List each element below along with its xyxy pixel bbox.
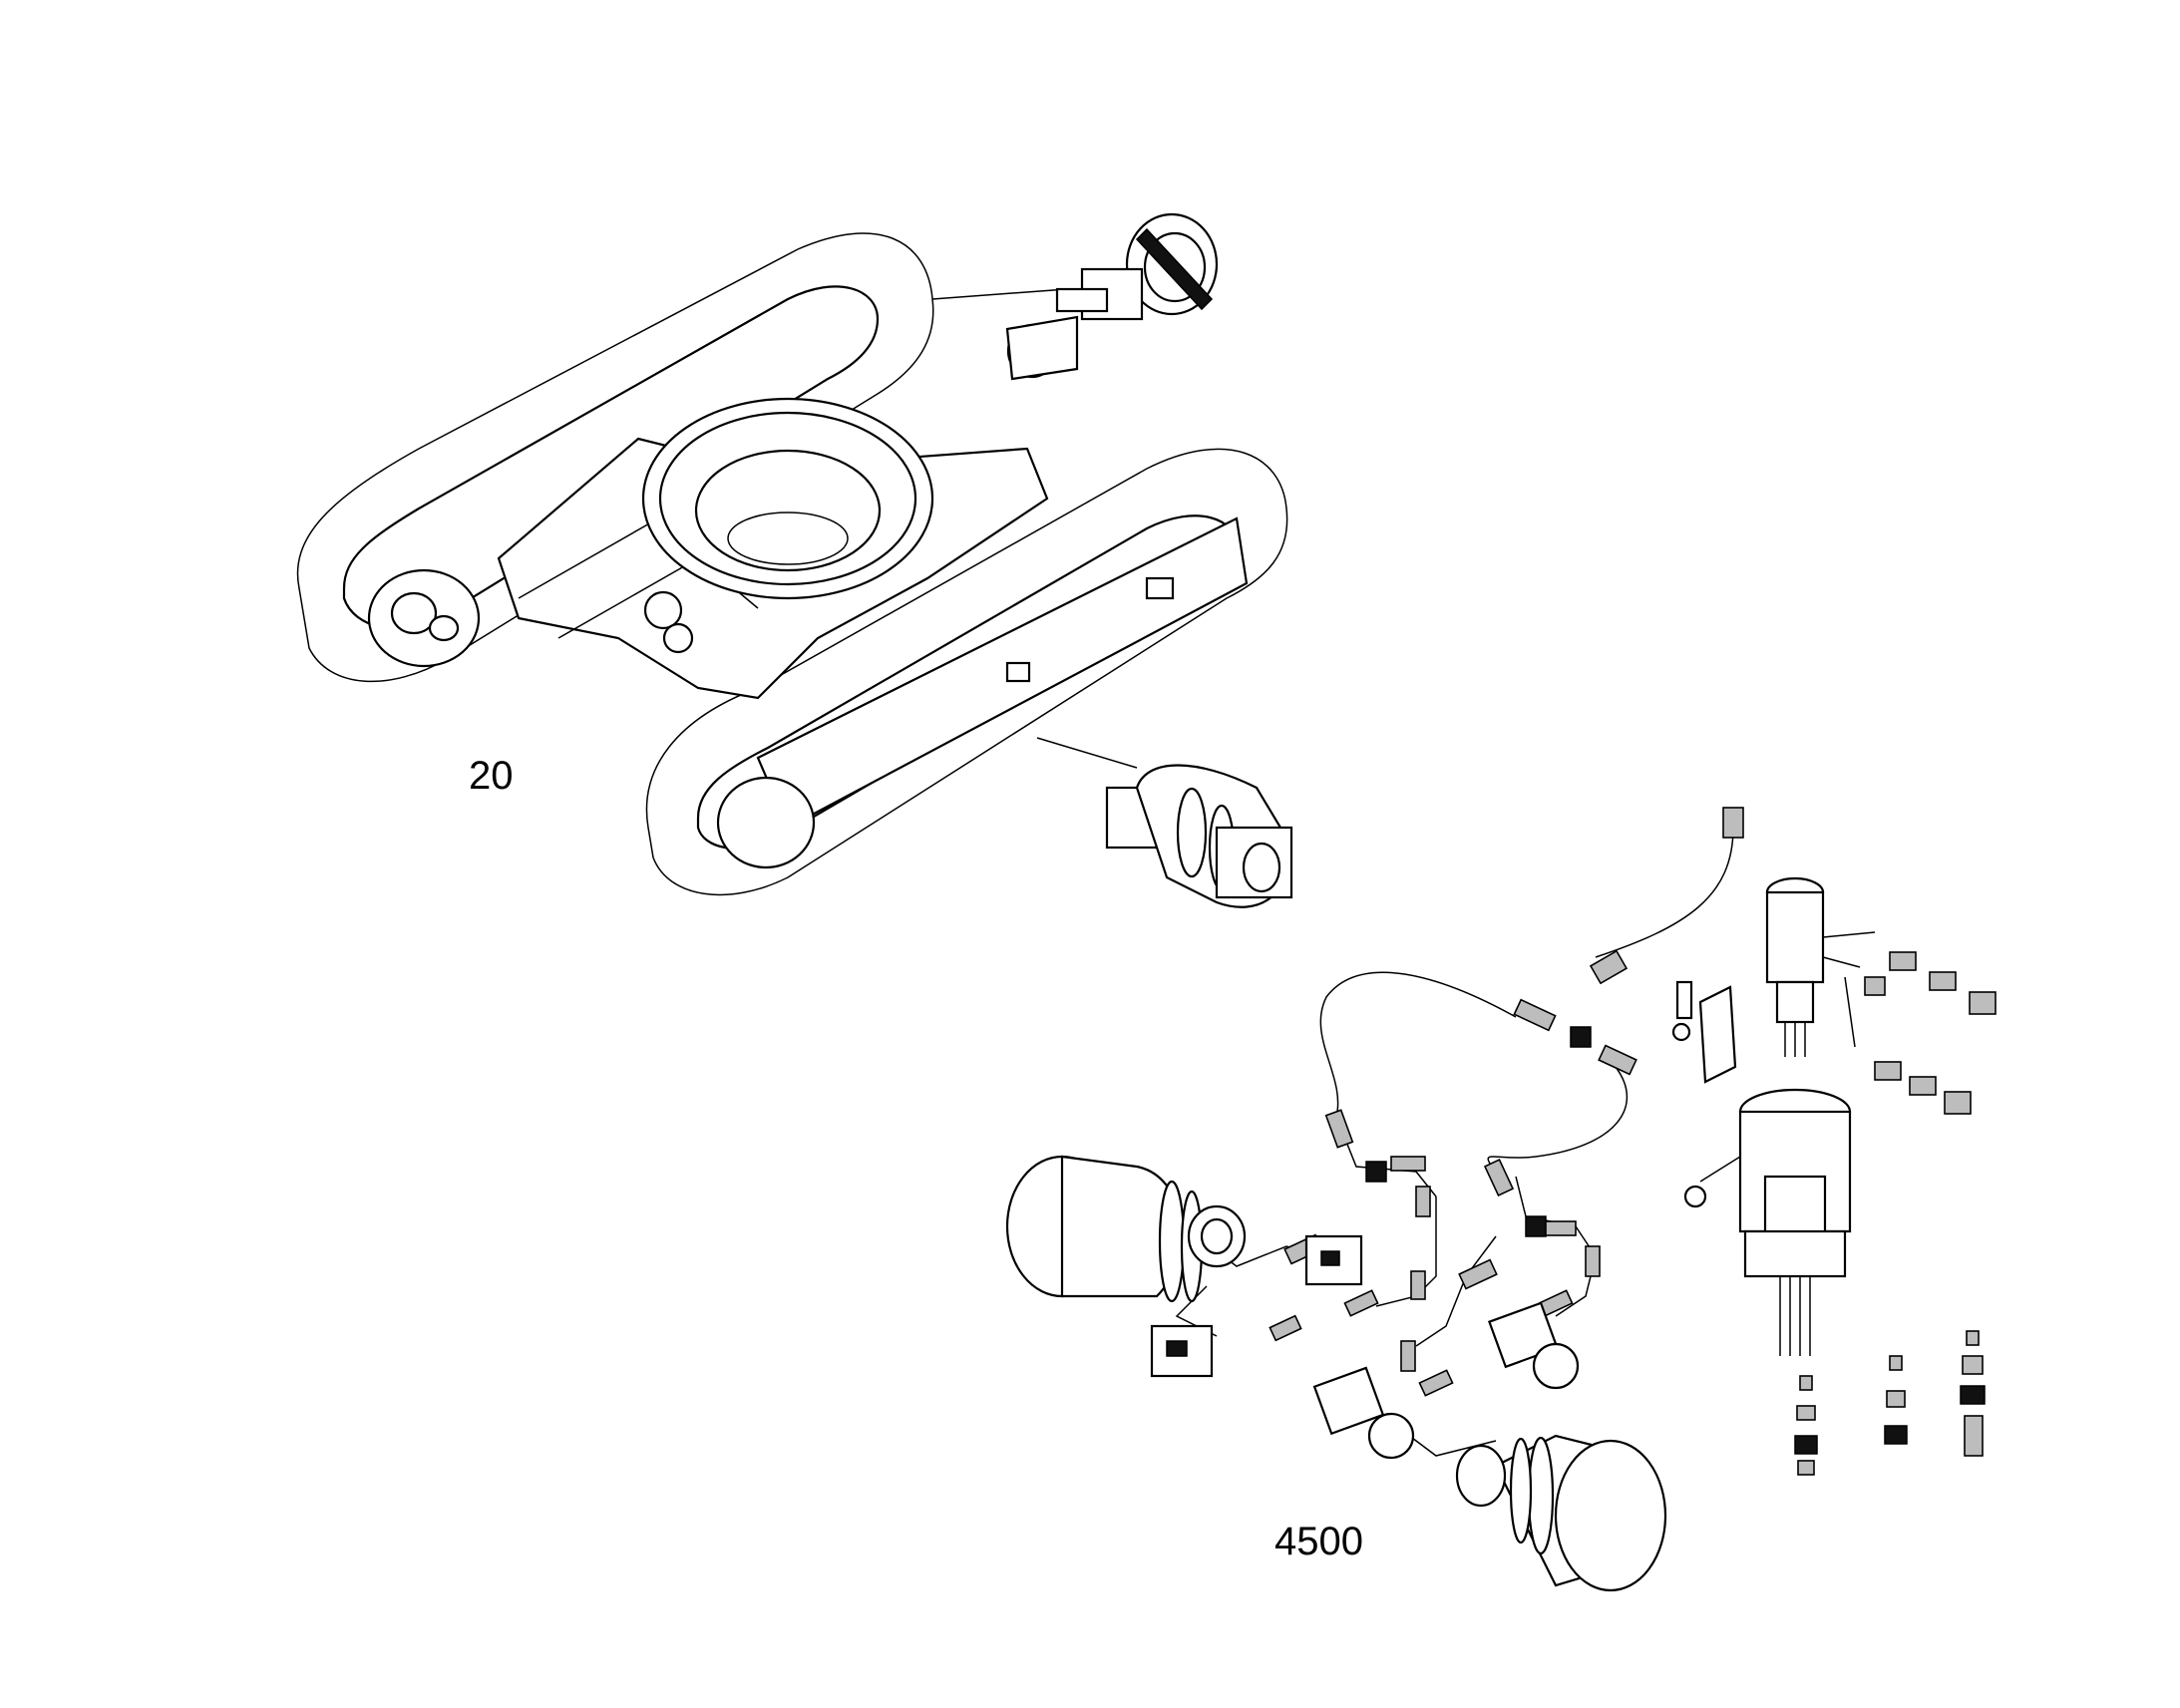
swivel-joint-drawing	[1671, 876, 1997, 1476]
hose-fittings	[1269, 807, 1744, 1397]
hydraulic-travel-callout-label: 4500	[1274, 1520, 1363, 1563]
undercarriage-callout-label: 20	[469, 754, 514, 798]
left-track-chain	[296, 232, 934, 683]
right-track-chain	[645, 448, 1288, 896]
front-idler-end	[716, 776, 816, 869]
travel-motor-drawing	[1005, 1155, 1667, 1592]
hydraulic-hose-drawing	[1175, 807, 1744, 1457]
track-roller-drawing	[1036, 737, 1293, 908]
track-frame-drawing	[296, 232, 1288, 896]
idler-wheel-drawing	[931, 212, 1219, 381]
